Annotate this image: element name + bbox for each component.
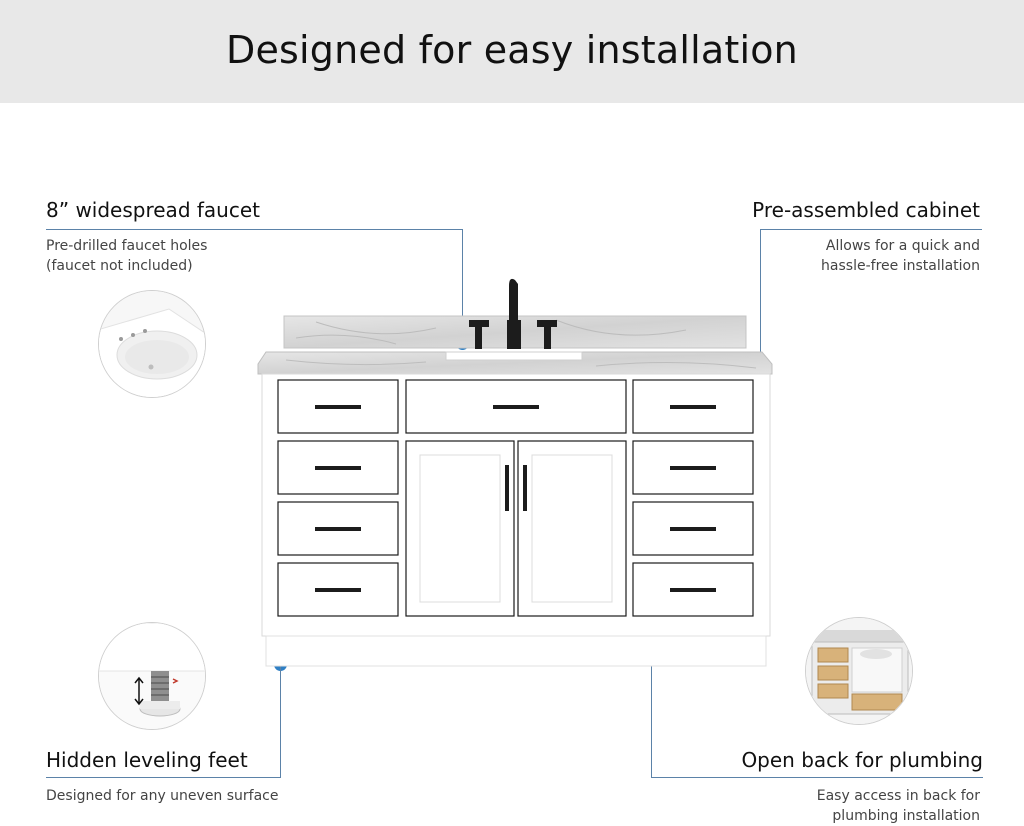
sink-basin-icon (98, 290, 206, 398)
faucet-leader-line-v (462, 229, 463, 343)
cabinet-leader-line-v (760, 229, 761, 399)
faucet-feature-desc-line1: Pre-drilled faucet holes (46, 238, 208, 254)
faucet-icon (469, 278, 557, 349)
cabinet-toe-kick (265, 635, 767, 667)
back-feature-desc-line2: plumbing installation (832, 808, 980, 824)
faucet-feature-title: 8” widespread faucet (46, 198, 260, 222)
header-banner: Designed for easy installation (0, 0, 1024, 103)
cabinet-feature-title: Pre-assembled cabinet (752, 198, 980, 222)
leveling-foot-icon (98, 622, 206, 730)
feet-leader-line-v (280, 666, 281, 778)
cabinet-leader-line-h (760, 229, 982, 230)
feet-feature-title: Hidden leveling feet (46, 748, 248, 772)
right-drawer-column (632, 379, 754, 617)
faucet-leader-line-h (46, 229, 463, 230)
back-feature-desc-line1: Easy access in back for (816, 788, 980, 804)
feet-leader-line-h (46, 777, 281, 778)
vanity-illustration (257, 278, 773, 667)
page-title: Designed for easy installation (226, 28, 798, 72)
center-doors (405, 440, 627, 617)
open-back-cabinet-icon (805, 617, 913, 725)
back-leader-line-h (651, 777, 983, 778)
undermount-sink-icon (445, 351, 583, 361)
marble-countertop (257, 351, 773, 375)
cabinet-feature-desc-line1: Allows for a quick and (825, 238, 980, 254)
feet-feature-desc-line1: Designed for any uneven surface (46, 788, 279, 804)
back-feature-title: Open back for plumbing (741, 748, 983, 772)
back-leader-line-v (651, 593, 652, 778)
left-drawer-column (277, 379, 399, 617)
faucet-feature-desc-line2: (faucet not included) (46, 258, 193, 274)
cabinet-feature-desc-line2: hassle-free installation (821, 258, 980, 274)
